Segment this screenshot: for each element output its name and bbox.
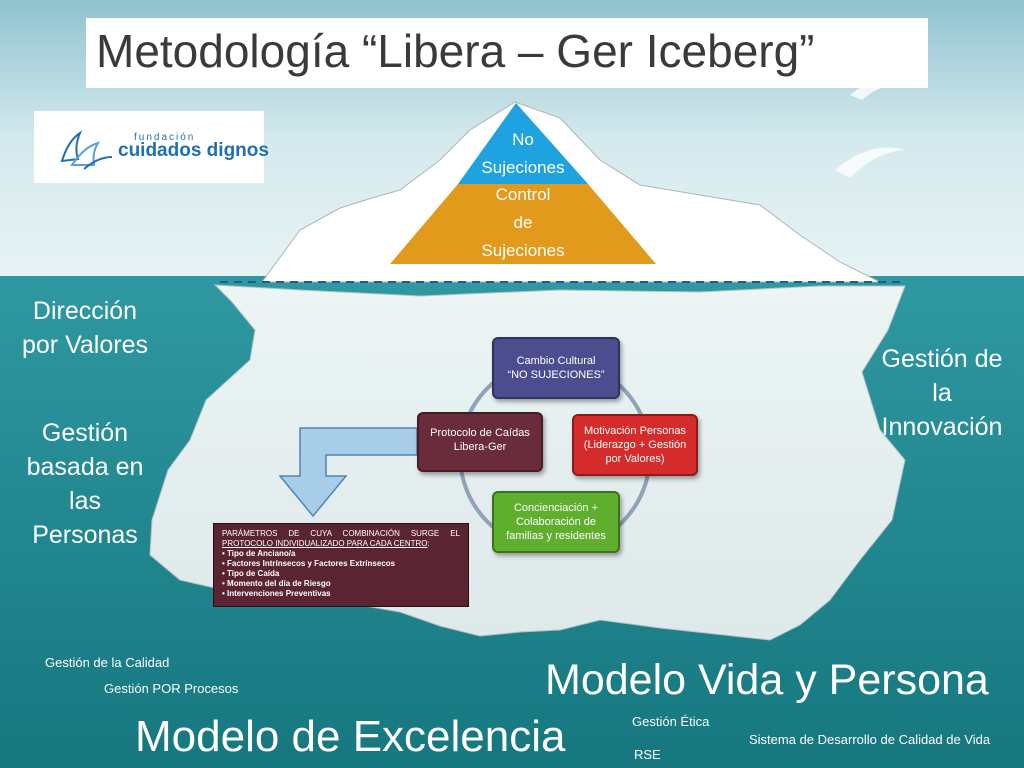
page-title: Metodología “Libera – Ger Iceberg” [96, 25, 815, 77]
gestion-procesos: Gestión POR Procesos [104, 681, 239, 696]
gestion-calidad: Gestión de la Calidad [45, 655, 170, 670]
down-arrow-icon [278, 427, 418, 518]
modelo-vida-persona: Modelo Vida y Persona [545, 656, 989, 704]
gestion-line: las [69, 487, 101, 515]
pyramid-bottom-label: Control de Sujeciones [440, 181, 606, 265]
parametros-heading-underlined: PROTOCOLO INDIVIDUALIZADO PARA CADA CENT… [222, 539, 428, 548]
pyramid-bottom-line: Control [495, 185, 551, 204]
pyramid-bottom [390, 184, 656, 264]
cycle-concienciacion-line: familias y residentes [506, 530, 606, 542]
innovacion-line: Gestión de [881, 345, 1003, 373]
title-box: Metodología “Libera – Ger Iceberg” [86, 18, 928, 88]
parametros-item: • Tipo de Anciano/a [222, 549, 296, 558]
pyramid-top [458, 103, 588, 184]
sistema-desarrollo: Sistema de Desarrollo de Calidad de Vida [749, 732, 991, 747]
parametros-item: • Factores Intrínsecos y Factores Extrín… [222, 559, 396, 568]
cycle-protocolo-line: Protocolo de Caídas [430, 427, 530, 439]
cycle-protocolo-line: Libera-Ger [453, 441, 507, 453]
cycle-cambio-line: “NO SUJECIONES” [507, 369, 605, 381]
cycle-concienciacion-line: Concienciación + [513, 502, 599, 514]
direccion-line: por Valores [22, 331, 148, 359]
parametros-item: • Momento del día de Riesgo [222, 579, 331, 588]
direccion-line: Dirección [32, 297, 138, 325]
gestion-basada-personas: Gestión basada en las Personas [5, 416, 165, 552]
gestion-innovacion: Gestión de la Innovación [862, 342, 1022, 444]
hands-logo-icon [60, 130, 113, 170]
parametros-box: PARÁMETROS DE CUYA COMBINACIÓN SURGE EL … [213, 523, 469, 607]
innovacion-line: la [932, 379, 952, 407]
pyramid-top-line: Sujeciones [481, 158, 565, 177]
cycle-motivacion-personas: Motivación Personas (Liderazgo + Gestión… [572, 414, 698, 476]
gestion-etica: Gestión Ética [632, 714, 710, 729]
logo-subtitle: fundación [134, 132, 196, 143]
parametros-heading-text: PARÁMETROS DE CUYA COMBINACIÓN SURGE EL [222, 529, 460, 538]
cycle-cambio-line: Cambio Cultural [516, 355, 596, 367]
cycle-cambio-cultural: Cambio Cultural “NO SUJECIONES” [492, 337, 620, 399]
gestion-line: basada en [26, 453, 144, 481]
pyramid-top-label: No Sujeciones [460, 126, 586, 182]
innovacion-line: Innovación [881, 413, 1003, 441]
parametros-heading: PARÁMETROS DE CUYA COMBINACIÓN SURGE EL … [222, 529, 460, 549]
pyramid-bottom-line: de [513, 213, 533, 232]
gestion-line: Gestión [41, 419, 129, 447]
cycle-motivacion-line: Motivación Personas [583, 425, 687, 437]
parametros-list: • Tipo de Anciano/a • Factores Intrínsec… [222, 549, 460, 599]
cycle-concienciacion-line: Colaboración de [515, 516, 597, 528]
bird-icon [835, 147, 905, 178]
cycle-concienciacion: Concienciación + Colaboración de familia… [492, 491, 620, 553]
direccion-por-valores: Dirección por Valores [5, 294, 165, 362]
modelo-excelencia: Modelo de Excelencia [135, 712, 566, 761]
parametros-item: • Intervenciones Preventivas [222, 589, 331, 598]
logo-name: cuidados dignos [118, 140, 269, 161]
pyramid-top-line: No [512, 130, 534, 149]
rse: RSE [634, 747, 661, 762]
parametros-item: • Tipo de Caída [222, 569, 280, 578]
cycle-motivacion-line: (Liderazgo + Gestión [583, 439, 687, 451]
gestion-line: Personas [32, 521, 138, 549]
cycle-motivacion-line: por Valores) [605, 453, 665, 465]
cycle-protocolo-caidas: Protocolo de Caídas Libera-Ger [417, 412, 543, 472]
logo: fundación cuidados dignos [34, 111, 269, 183]
parametros-heading-tail: : [427, 539, 430, 548]
pyramid-bottom-line: Sujeciones [481, 241, 565, 260]
